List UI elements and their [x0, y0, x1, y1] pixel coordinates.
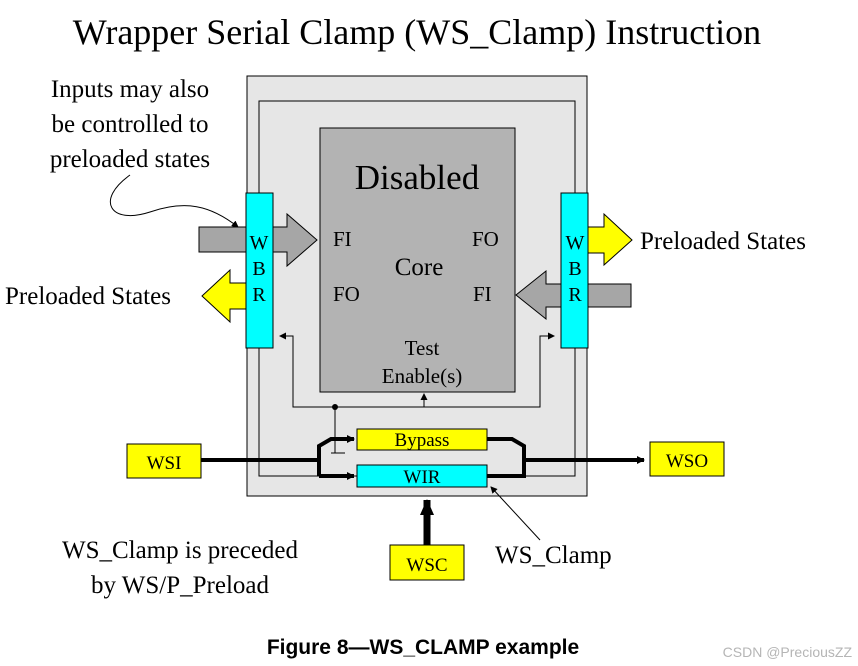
core-right-input: FI [473, 282, 492, 306]
wbr-left [245, 192, 274, 349]
ws-clamp-label: WS_Clamp [495, 542, 612, 569]
wso-label: WSO [666, 451, 708, 472]
wbr-right-letter-1: W [566, 232, 585, 254]
diagram-title: Wrapper Serial Clamp (WS_Clamp) Instruct… [73, 12, 761, 52]
core-left-input: FI [333, 227, 352, 251]
wsc-label: WSC [406, 555, 447, 576]
wbr-right-letter-3: R [568, 284, 582, 306]
figure-caption: Figure 8—WS_CLAMP example [267, 636, 579, 659]
wso-port [649, 441, 725, 477]
wbr-left-letter-3: R [252, 284, 266, 306]
wir-register [356, 464, 488, 488]
core-left-output: FO [333, 282, 360, 306]
bypass-label: Bypass [395, 430, 450, 451]
wbr-left-letter-2: B [252, 258, 265, 280]
left-output-arrow [201, 268, 247, 324]
core-box [319, 127, 516, 393]
inputs-note-pointer [109, 174, 239, 228]
core-label: Core [395, 254, 444, 281]
inputs-note-line-1: Inputs may also [51, 76, 209, 103]
preloaded-states-left: Preloaded States [5, 283, 171, 310]
bypass-register [356, 428, 488, 451]
preloaded-states-right: Preloaded States [640, 228, 806, 255]
inputs-note-line-3: preloaded states [50, 146, 210, 173]
control-junction-dot [332, 404, 338, 410]
right-output-arrow [587, 212, 633, 267]
preceded-note-line-1: WS_Clamp is preceded [62, 537, 299, 564]
wsi-label: WSI [147, 453, 182, 474]
wir-label: WIR [404, 467, 441, 488]
inputs-note-line-2: be controlled to [52, 111, 209, 138]
core-right-output: FO [472, 227, 499, 251]
control-lines [279, 332, 555, 453]
wbr-left-letter-1: W [250, 232, 269, 254]
wbr-right-letter-2: B [568, 258, 581, 280]
ws-clamp-pointer [490, 486, 541, 541]
wbr-right [560, 192, 589, 349]
watermark: CSDN @PreciousZZ [723, 644, 853, 660]
wsi-port [126, 443, 202, 479]
preceded-note-line-2: by WS/P_Preload [91, 572, 270, 599]
core-test-label: Test [405, 336, 440, 360]
wsc-port [389, 544, 465, 581]
core-status: Disabled [355, 158, 480, 197]
serial-path [201, 435, 645, 480]
core-enable-label: Enable(s) [382, 364, 462, 388]
